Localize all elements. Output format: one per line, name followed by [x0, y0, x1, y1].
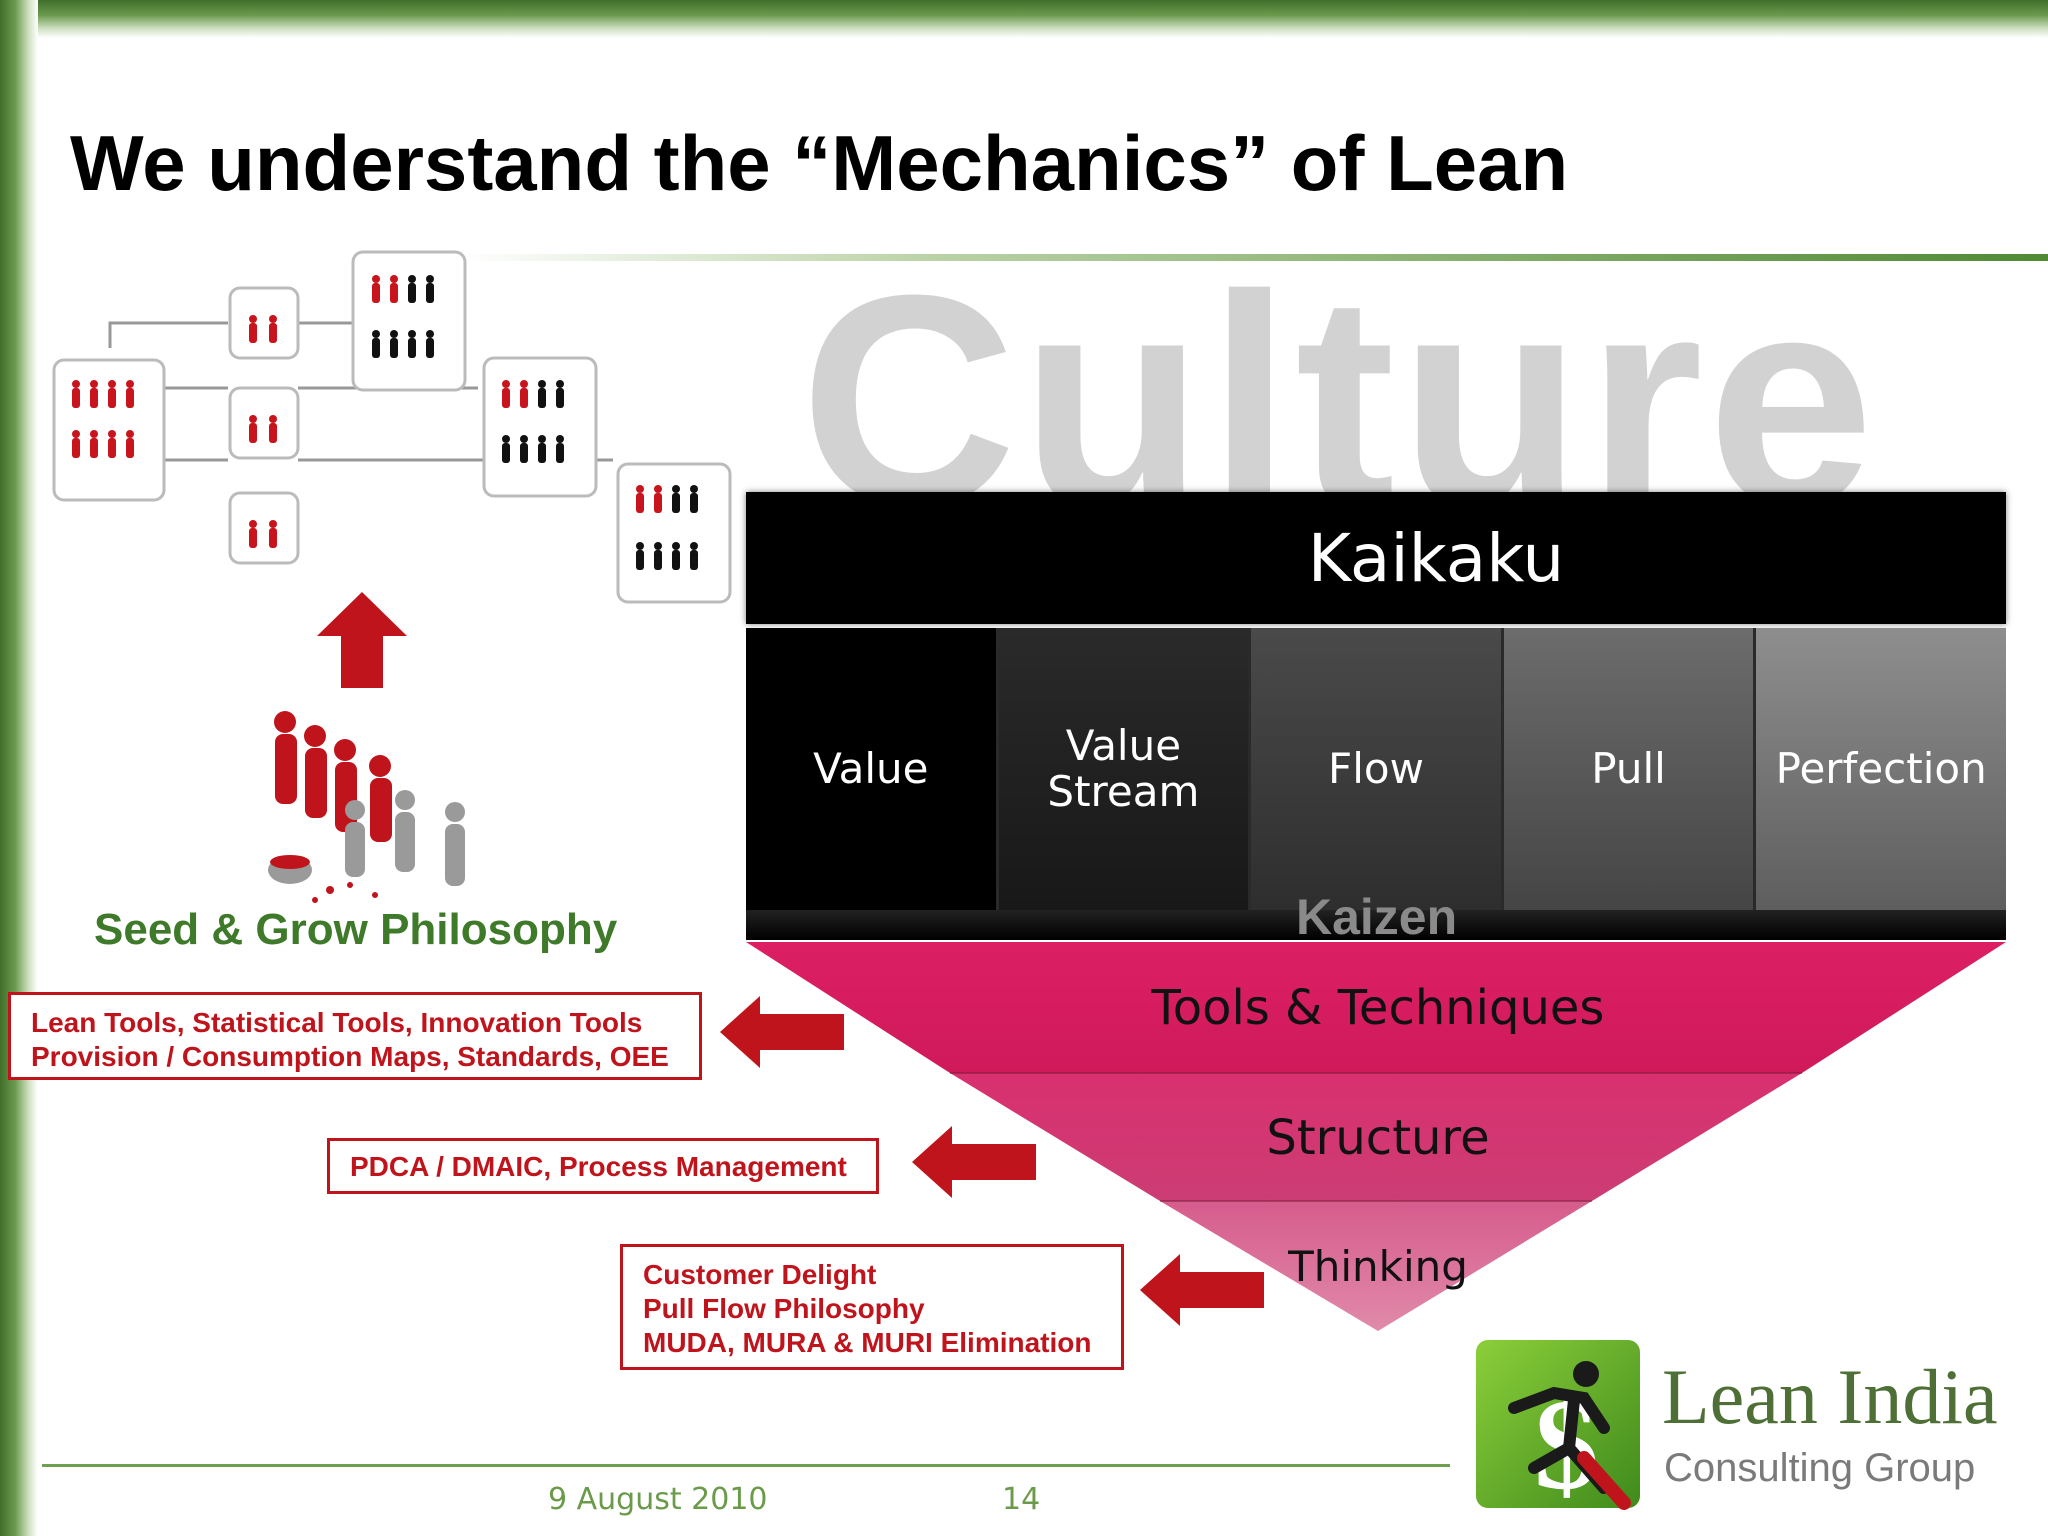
org-box-a [228, 286, 300, 360]
pillar-label: Flow [1328, 743, 1424, 793]
pillar-value-stream: Value Stream [998, 628, 1252, 910]
funnel-label-thinking: Thinking [1288, 1242, 1468, 1291]
frame-left-border [0, 0, 38, 1536]
funnel-label-structure: Structure [1266, 1110, 1490, 1166]
callout-thinking: Customer Delight Pull Flow Philosophy MU… [620, 1244, 1124, 1370]
kaizen-label: Kaizen [1296, 889, 1458, 945]
footer-divider [42, 1464, 1450, 1467]
left-arrow-icon [720, 996, 844, 1068]
funnel-level-tools [746, 942, 2006, 1073]
funnel-level-structure [950, 1073, 1802, 1201]
kaikaku-bar: Kaikaku [746, 492, 2006, 624]
org-chart-illustration [52, 250, 732, 604]
org-box-b [228, 386, 300, 460]
callout-line: PDCA / DMAIC, Process Management [350, 1151, 847, 1182]
left-arrow-icon [912, 1126, 1036, 1198]
kaikaku-label: Kaikaku [1307, 519, 1565, 597]
org-box-c [228, 491, 300, 565]
pillar-perfection: Perfection [1756, 628, 2006, 910]
frame-top-border [0, 0, 2048, 38]
people-painting-illustration [268, 711, 465, 903]
seed-grow-label: Seed & Grow Philosophy [94, 905, 618, 954]
callout-structure: PDCA / DMAIC, Process Management [327, 1138, 879, 1194]
pillar-label: Perfection [1775, 743, 1987, 793]
callout-line: Pull Flow Philosophy [643, 1293, 925, 1324]
funnel-label-tools: Tools & Techniques [1151, 980, 1605, 1036]
pillar-label: Value [813, 743, 929, 793]
callout-line: Lean Tools, Statistical Tools, Innovatio… [31, 1007, 643, 1038]
pillar-label: Stream [1047, 767, 1200, 816]
footer-date: 9 August 2010 [548, 1482, 768, 1517]
pillar-pull: Pull [1503, 628, 1757, 910]
kaizen-bar [746, 910, 2006, 940]
pillar-flow: Flow [1251, 628, 1504, 910]
org-box-e [482, 356, 598, 498]
org-box-d [351, 250, 467, 392]
callout-line: MUDA, MURA & MURI Elimination [643, 1327, 1092, 1358]
pillar-label: Value [1065, 720, 1182, 770]
funnel-diagram [746, 942, 2006, 1331]
callout-tools: Lean Tools, Statistical Tools, Innovatio… [8, 992, 702, 1080]
pillar-label: Pull [1591, 743, 1666, 793]
pillar-value: Value [746, 628, 999, 910]
left-arrow-icon [1140, 1254, 1264, 1326]
logo-name: Lean India [1662, 1353, 1998, 1440]
up-arrow-icon [317, 592, 407, 688]
slide-title: We understand the “Mechanics” of Lean [70, 119, 1569, 207]
title-underline [460, 254, 2048, 261]
org-box-f [616, 462, 732, 604]
org-box-root [52, 358, 166, 502]
page-number: 14 [1002, 1482, 1041, 1517]
funnel-level-thinking [1160, 1201, 1592, 1331]
lean-principles-pillars: Value Value Stream Flow Pull Perfection [746, 628, 2006, 910]
callout-line: Customer Delight [643, 1259, 877, 1290]
logo-tagline: Consulting Group [1664, 1446, 1976, 1490]
dollar-runner-icon: $ [1476, 1340, 1640, 1510]
callout-line: Provision / Consumption Maps, Standards,… [31, 1041, 669, 1072]
